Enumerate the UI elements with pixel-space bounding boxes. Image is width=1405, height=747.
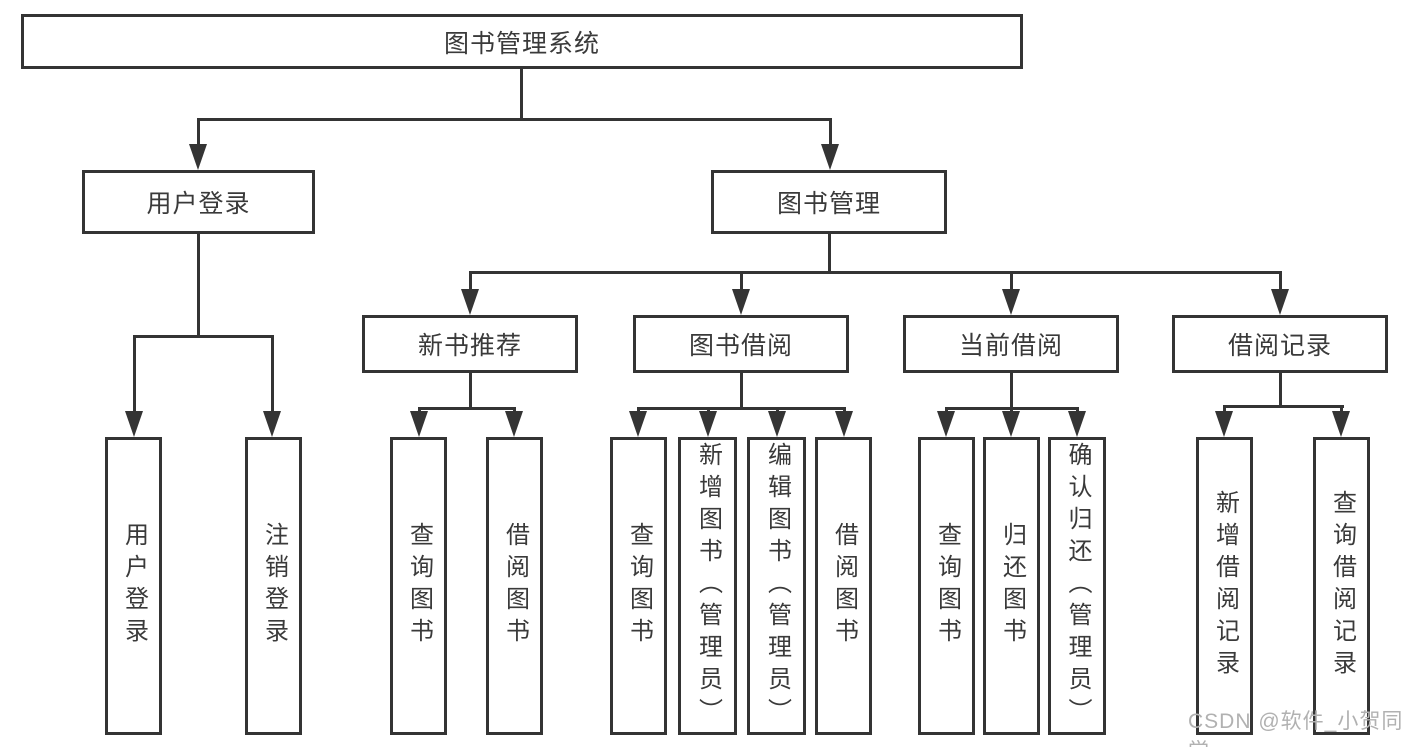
node-label: 借阅图书 xyxy=(501,522,529,650)
connector-line xyxy=(469,271,1282,274)
connector-line xyxy=(1010,271,1013,291)
node-borrow-records: 借阅记录 xyxy=(1172,315,1388,373)
leaf-return-book: 归还图书 xyxy=(983,437,1040,735)
connector-line xyxy=(133,335,136,413)
node-label: 用户登录 xyxy=(120,522,148,650)
connector-line xyxy=(637,407,846,410)
node-label: 图书管理 xyxy=(776,190,881,218)
connector-arrowhead xyxy=(189,144,207,170)
connector-arrowhead xyxy=(768,411,786,437)
connector-line xyxy=(1223,405,1344,408)
connector-line xyxy=(1223,405,1226,415)
leaf-recommend-query-book: 查询图书 xyxy=(390,437,447,735)
connector-line xyxy=(740,271,743,291)
leaf-add-borrow-record: 新增借阅记录 xyxy=(1196,437,1253,735)
node-label: 借阅图书 xyxy=(830,522,858,650)
node-label: 用户登录 xyxy=(146,190,251,218)
connector-line xyxy=(828,234,831,274)
connector-arrowhead xyxy=(1068,411,1086,437)
connector-arrowhead xyxy=(835,411,853,437)
connector-line xyxy=(469,271,472,291)
leaf-borrow-book: 借阅图书 xyxy=(815,437,872,735)
leaf-current-query-book: 查询图书 xyxy=(918,437,975,735)
node-label: 确认归还（管理员） xyxy=(1064,442,1091,730)
connector-line xyxy=(197,118,832,121)
leaf-user-login: 用户登录 xyxy=(105,437,162,735)
node-label: 当前借阅 xyxy=(958,332,1063,360)
node-book-management: 图书管理 xyxy=(711,170,947,234)
connector-arrowhead xyxy=(629,411,647,437)
node-book-borrow: 图书借阅 xyxy=(633,315,849,373)
connector-arrowhead xyxy=(1002,289,1020,315)
connector-arrowhead xyxy=(505,411,523,437)
node-label: 查询借阅记录 xyxy=(1328,490,1356,682)
connector-line xyxy=(133,335,274,338)
connector-line xyxy=(197,118,200,146)
node-label: 新增借阅记录 xyxy=(1211,490,1239,682)
connector-line xyxy=(829,118,832,146)
connector-arrowhead xyxy=(263,411,281,437)
connector-arrowhead xyxy=(1215,411,1233,437)
leaf-edit-book-admin: 编辑图书（管理员） xyxy=(747,437,806,735)
node-new-book-recommend: 新书推荐 xyxy=(362,315,578,373)
connector-arrowhead xyxy=(821,144,839,170)
node-label: 新增图书（管理员） xyxy=(694,442,722,730)
connector-line xyxy=(271,335,274,413)
node-label: 图书借阅 xyxy=(688,332,793,360)
node-label: 新书推荐 xyxy=(417,332,522,360)
connector-arrowhead xyxy=(1332,411,1350,437)
connector-line xyxy=(1279,271,1282,291)
node-label: 借阅记录 xyxy=(1227,332,1332,360)
connector-line xyxy=(197,234,200,338)
node-label: 查询图书 xyxy=(933,522,961,650)
connector-line xyxy=(1010,373,1013,409)
leaf-add-book-admin: 新增图书（管理员） xyxy=(678,437,737,735)
connector-line xyxy=(418,407,516,410)
node-label: 图书管理系统 xyxy=(443,29,600,58)
node-root-system: 图书管理系统 xyxy=(21,14,1023,69)
connector-arrowhead xyxy=(732,289,750,315)
connector-arrowhead xyxy=(125,411,143,437)
node-label: 归还图书 xyxy=(998,522,1026,650)
connector-arrowhead xyxy=(1002,411,1020,437)
leaf-confirm-return-admin: 确认归还（管理员） xyxy=(1048,437,1106,735)
connector-line xyxy=(740,373,743,409)
node-label: 注销登录 xyxy=(260,522,288,650)
connector-arrowhead xyxy=(1271,289,1289,315)
connector-line xyxy=(520,69,523,120)
node-label: 查询图书 xyxy=(405,522,433,650)
connector-arrowhead xyxy=(410,411,428,437)
node-label: 编辑图书（管理员） xyxy=(763,442,791,730)
leaf-query-borrow-record: 查询借阅记录 xyxy=(1313,437,1370,735)
leaf-logout: 注销登录 xyxy=(245,437,302,735)
connector-line xyxy=(1279,373,1282,407)
connector-arrowhead xyxy=(699,411,717,437)
connector-arrowhead xyxy=(461,289,479,315)
node-label: 查询图书 xyxy=(625,522,653,650)
connector-line xyxy=(1340,405,1343,415)
leaf-borrow-query-book: 查询图书 xyxy=(610,437,667,735)
node-current-borrow: 当前借阅 xyxy=(903,315,1119,373)
node-user-login: 用户登录 xyxy=(82,170,315,234)
leaf-recommend-borrow-book: 借阅图书 xyxy=(486,437,543,735)
connector-arrowhead xyxy=(937,411,955,437)
watermark: CSDN @软件_小贺同学 xyxy=(1188,710,1404,747)
connector-line xyxy=(469,373,472,409)
